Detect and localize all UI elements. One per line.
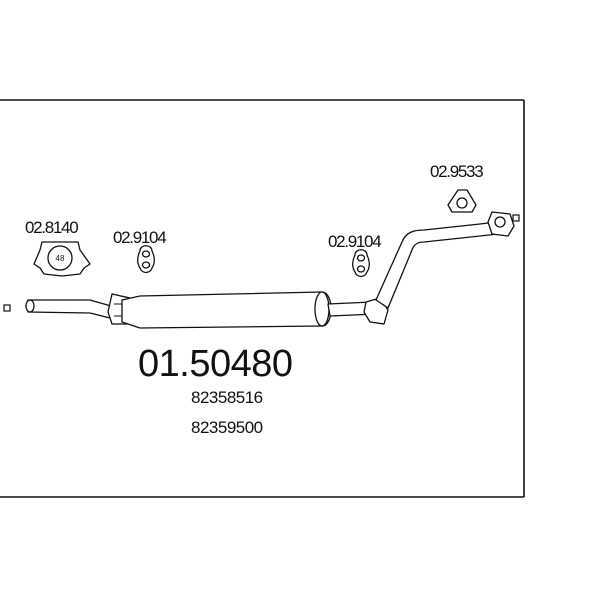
part-code-gasket: 02.9533 bbox=[430, 162, 483, 181]
oe-number: 82359500 bbox=[191, 418, 263, 437]
rubber-hanger-icon bbox=[352, 249, 370, 278]
part-code-hanger-left: 02.9104 bbox=[113, 228, 166, 247]
exhaust-pipe-assembly bbox=[25, 211, 515, 329]
part-code-clamp: 02.8140 bbox=[25, 218, 78, 237]
oe-number: 82358516 bbox=[191, 388, 263, 407]
clamp-inner-mark: 48 bbox=[56, 254, 65, 263]
part-code-hanger-right: 02.9104 bbox=[328, 232, 381, 251]
rubber-hanger-icon bbox=[137, 245, 155, 274]
product-number: 01.50480 bbox=[138, 343, 293, 385]
clamp-icon: 48 bbox=[33, 241, 91, 277]
gasket-icon bbox=[447, 189, 477, 213]
diagram-frame bbox=[0, 99, 525, 498]
